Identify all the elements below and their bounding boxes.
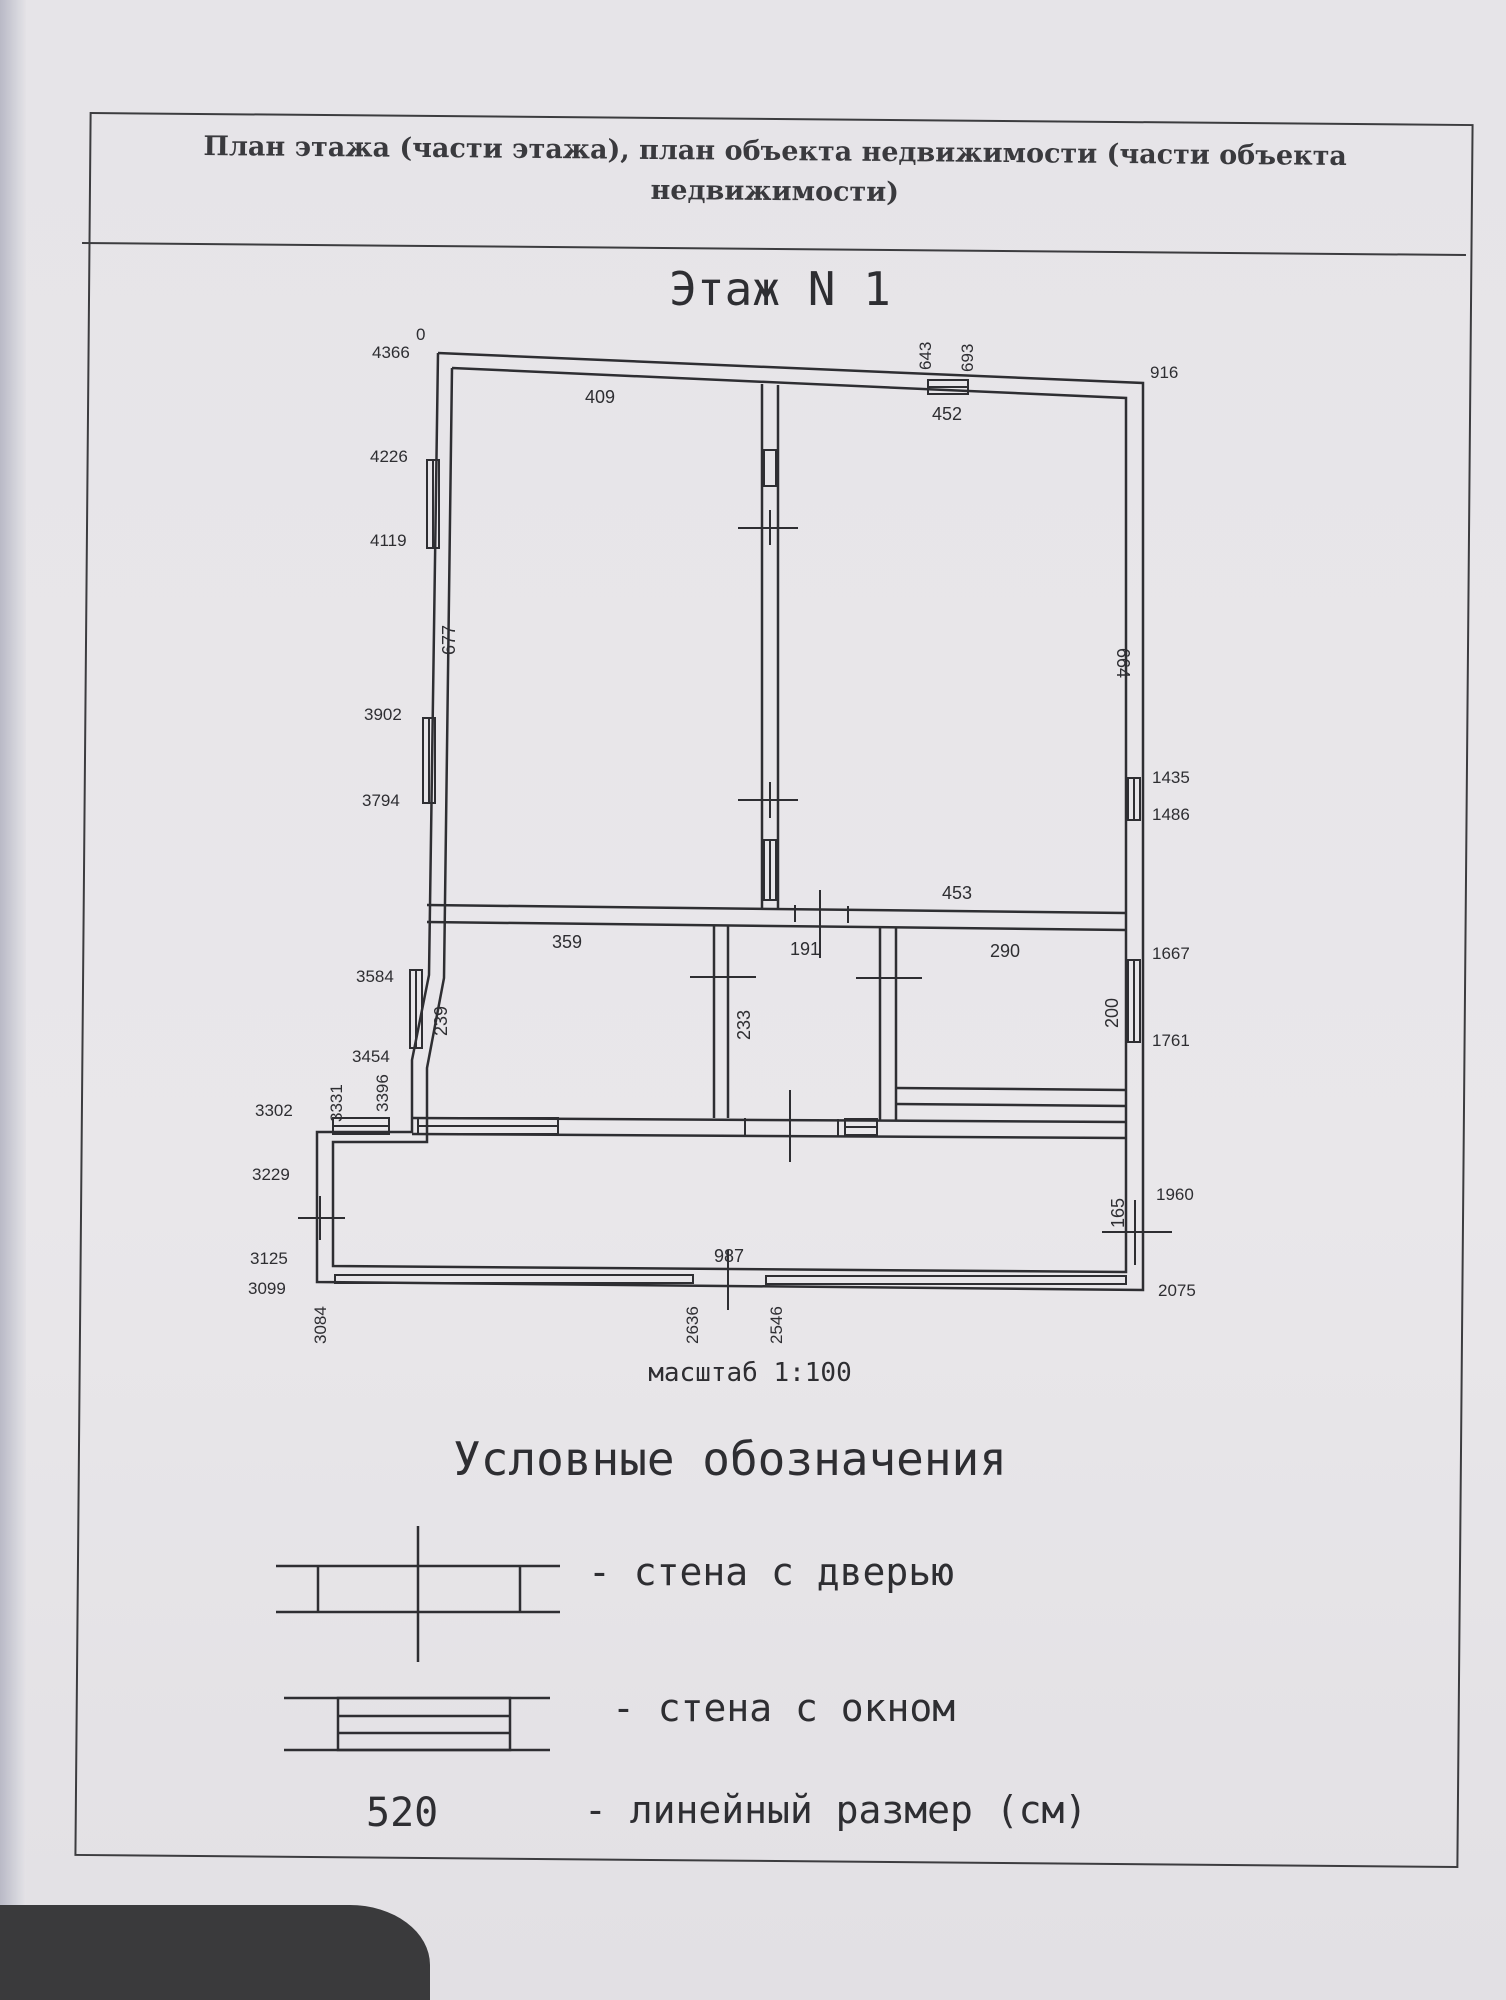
coord-3125: 3125	[250, 1249, 288, 1268]
coord-3584: 3584	[356, 967, 394, 986]
dim-453: 453	[942, 883, 972, 903]
coord-643: 643	[916, 342, 935, 370]
dim-359: 359	[552, 932, 582, 952]
dim-239: 239	[431, 1006, 451, 1036]
doors	[298, 510, 1172, 1310]
dim-191: 191	[790, 939, 820, 959]
outer-walls	[315, 351, 1145, 1292]
scale-label: масштаб 1:100	[648, 1358, 852, 1388]
coord-2075: 2075	[1158, 1281, 1196, 1300]
legend-window-label: - стена с окном	[612, 1686, 956, 1730]
coord-0: 0	[416, 325, 425, 344]
coord-1960: 1960	[1156, 1185, 1194, 1204]
floor-title: Этаж N 1	[669, 262, 891, 316]
dim-987: 987	[714, 1246, 744, 1266]
coord-1435: 1435	[1152, 768, 1190, 787]
coord-3084: 3084	[311, 1306, 330, 1344]
coord-3099: 3099	[248, 1279, 286, 1298]
coord-1486: 1486	[1152, 805, 1190, 824]
dim-664: 664	[1113, 648, 1133, 678]
coord-1667: 1667	[1152, 944, 1190, 963]
windows	[332, 379, 1141, 1285]
coord-1761: 1761	[1152, 1031, 1190, 1050]
coord-3302: 3302	[255, 1101, 293, 1120]
dim-452: 452	[932, 404, 962, 424]
coord-3794: 3794	[362, 791, 400, 810]
dim-200: 200	[1102, 998, 1122, 1028]
shadow-corner	[0, 1905, 430, 2000]
dim-165: 165	[1108, 1198, 1128, 1228]
coord-4119: 4119	[370, 531, 407, 550]
legend-title: Условные обозначения	[453, 1432, 1007, 1486]
coord-4226: 4226	[370, 447, 408, 466]
dim-409: 409	[585, 387, 615, 407]
legend-size-label: - линейный размер (см)	[584, 1788, 1088, 1832]
coord-3396: 3396	[373, 1074, 392, 1112]
coord-3902: 3902	[364, 705, 402, 724]
coord-693: 693	[958, 344, 977, 372]
interior-walls	[411, 384, 1127, 1140]
coord-3454: 3454	[352, 1047, 390, 1066]
page-binding	[0, 0, 26, 2000]
coord-3229: 3229	[252, 1165, 290, 1184]
dim-233: 233	[734, 1010, 754, 1040]
legend-door-label: - стена с дверью	[588, 1550, 955, 1594]
coord-2636: 2636	[683, 1306, 702, 1344]
coord-3331: 3331	[327, 1084, 346, 1122]
paper-sheet	[18, 0, 1506, 2000]
legend-door-symbol	[276, 1526, 560, 1662]
coord-916: 916	[1150, 363, 1178, 382]
legend-window-symbol	[284, 1696, 550, 1752]
coord-2546: 2546	[767, 1306, 786, 1344]
dim-677: 677	[439, 625, 459, 655]
coord-4366: 4366	[372, 343, 410, 362]
legend-size-example: 520	[366, 1790, 439, 1836]
dim-290: 290	[990, 941, 1020, 961]
